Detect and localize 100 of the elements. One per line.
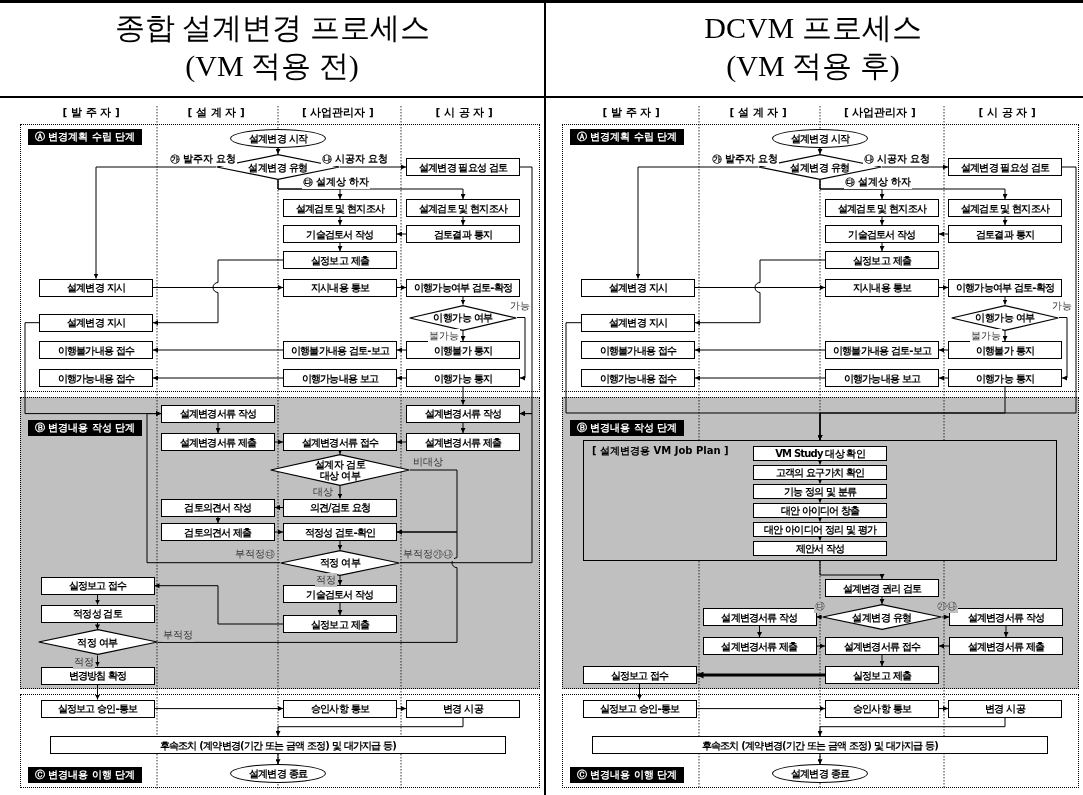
arrow (819, 179, 1008, 200)
process-box: 승인사항 통보 (825, 699, 939, 718)
process-box: 기능 정의 및 분류 (753, 483, 887, 499)
arrow (215, 422, 221, 434)
arrow (938, 347, 949, 353)
arrow (696, 671, 825, 679)
process-box: 설계변경 권리 검토 (825, 579, 939, 597)
process-box: 이행가능내용 접수 (581, 369, 695, 387)
edge-label: 적정 (315, 573, 337, 587)
phase-label: Ⓐ 변경계획 수립 단계 (28, 129, 143, 145)
process-box: 기술검토서 작성 (283, 585, 397, 603)
arrow (694, 347, 826, 353)
lane-header: [ 시 공 자 ] (435, 106, 493, 120)
process-box: 이행불가내용 접수 (39, 341, 153, 359)
process-box: 설계변경서류 제출 (406, 433, 520, 451)
process-box: 대안 아이디어 정리 및 평가 (753, 521, 887, 537)
arrow (152, 285, 284, 290)
arrow (817, 478, 823, 484)
phase-label: Ⓑ 변경내용 작성 단계 (570, 420, 685, 436)
arrow (275, 753, 281, 765)
edge-label: ㉯ 시공자 요청 (320, 152, 390, 166)
arrow (1058, 317, 1068, 381)
arrow (881, 164, 949, 170)
process-box: 이행가능여부 검토-확정 (948, 278, 1062, 297)
arrow (694, 285, 826, 290)
process-box: 이행가능내용 접수 (39, 369, 153, 387)
process-box: 이행가능내용 보고 (825, 369, 939, 387)
process-box: 설계변경 지시 (39, 278, 153, 297)
process-box: 실정보고 승인-통보 (582, 699, 697, 718)
process-box: 기술검토서 작성 (825, 225, 939, 243)
process-box: 의견/검토 요청 (283, 498, 397, 517)
arrow (819, 560, 885, 580)
terminator: 설계변경 종료 (772, 764, 868, 784)
process-box: 이행불가내용 검토-보고 (283, 341, 397, 359)
arrow (817, 535, 823, 541)
arrow (95, 594, 100, 605)
process-box: 검토결과 통지 (948, 225, 1062, 243)
lane-header: [ 설 계 자 ] (187, 106, 245, 120)
arrow (817, 147, 823, 155)
decision-diamond: 설계자 검토 대상 여부 (270, 454, 410, 486)
process-box: 이행가능내용 보고 (283, 369, 397, 387)
lane-header: [ 사업관리자 ] (302, 106, 374, 120)
process-box: 적정성 검토 (40, 604, 155, 623)
lane-header: [ 발 주 자 ] (602, 106, 660, 120)
process-box: VM Study 대상 확인 (753, 445, 887, 461)
lane-header: [ 설 계 자 ] (729, 106, 787, 120)
edge-label: 불가능 (970, 329, 1002, 343)
arrow (460, 216, 466, 226)
process-box: 설계변경서류 작성 (702, 608, 817, 626)
process-box: 이행불가 통지 (948, 341, 1062, 359)
process-box: 검토의견서 제출 (161, 523, 275, 541)
edge-label: 가능 (1051, 299, 1073, 313)
arrow (694, 259, 826, 326)
arrow (1002, 330, 1008, 342)
process-box: 설계변경서류 접수 (283, 433, 397, 451)
arrow (146, 411, 281, 564)
arrow (516, 317, 526, 381)
process-box: 후속조치 (계약변경(기간 또는 금액 조정) 및 대가지급 등) (592, 736, 1048, 754)
arrow (152, 347, 284, 353)
arrow (817, 497, 823, 503)
process-box: 기술검토서 작성 (283, 225, 397, 243)
arrow (152, 259, 284, 326)
arrow (460, 296, 466, 305)
arrow (275, 717, 464, 737)
arrow (816, 614, 823, 620)
arrow (757, 625, 762, 638)
process-box: 이행가능여부 검토-확정 (406, 278, 520, 297)
process-box: 지시내용 통보 (825, 278, 939, 297)
process-box: 이행가능 통지 (948, 369, 1062, 387)
arrow (817, 753, 823, 765)
arrow (396, 231, 407, 237)
arrow (565, 322, 823, 441)
arrow (460, 386, 466, 406)
panel-title: DCVM 프로세스 (VM 적용 후) (703, 10, 923, 84)
edge-label: ㉯ 시공자 요청 (862, 152, 932, 166)
phase-label: Ⓒ 변경내용 이행 단계 (570, 767, 685, 783)
arrow (95, 654, 100, 667)
process-box: 대안 아이디어 창출 (753, 502, 887, 518)
process-box: 이행불가내용 접수 (581, 341, 695, 359)
arrow (275, 147, 281, 155)
process-box: 설계변경 필요성 검토 (406, 158, 520, 176)
arrow (337, 602, 343, 616)
edge-label: ㉮㉯ (936, 599, 958, 613)
edge-label: ㉰ 설계상 하자 (843, 175, 913, 189)
arrow (337, 216, 343, 226)
arrow (637, 683, 642, 701)
arrow (274, 529, 284, 535)
edge-label: ㉮ 발주자 요청 (168, 152, 238, 166)
process-box: 변경방침 확정 (40, 666, 155, 685)
arrow (337, 575, 343, 586)
arrow (93, 166, 217, 279)
phase-band (562, 124, 1079, 392)
process-box: 검토결과 통지 (406, 225, 520, 243)
process-box: 설계변경 지시 (39, 313, 153, 332)
terminator: 설계변경 시작 (230, 128, 326, 148)
edge-label: ㉮ 발주자 요청 (710, 152, 780, 166)
edge-label: 부적정㉰ (234, 547, 276, 561)
arrow (337, 242, 343, 252)
decision-diamond: 적정 여부 (37, 629, 158, 656)
arrow (1002, 216, 1008, 226)
